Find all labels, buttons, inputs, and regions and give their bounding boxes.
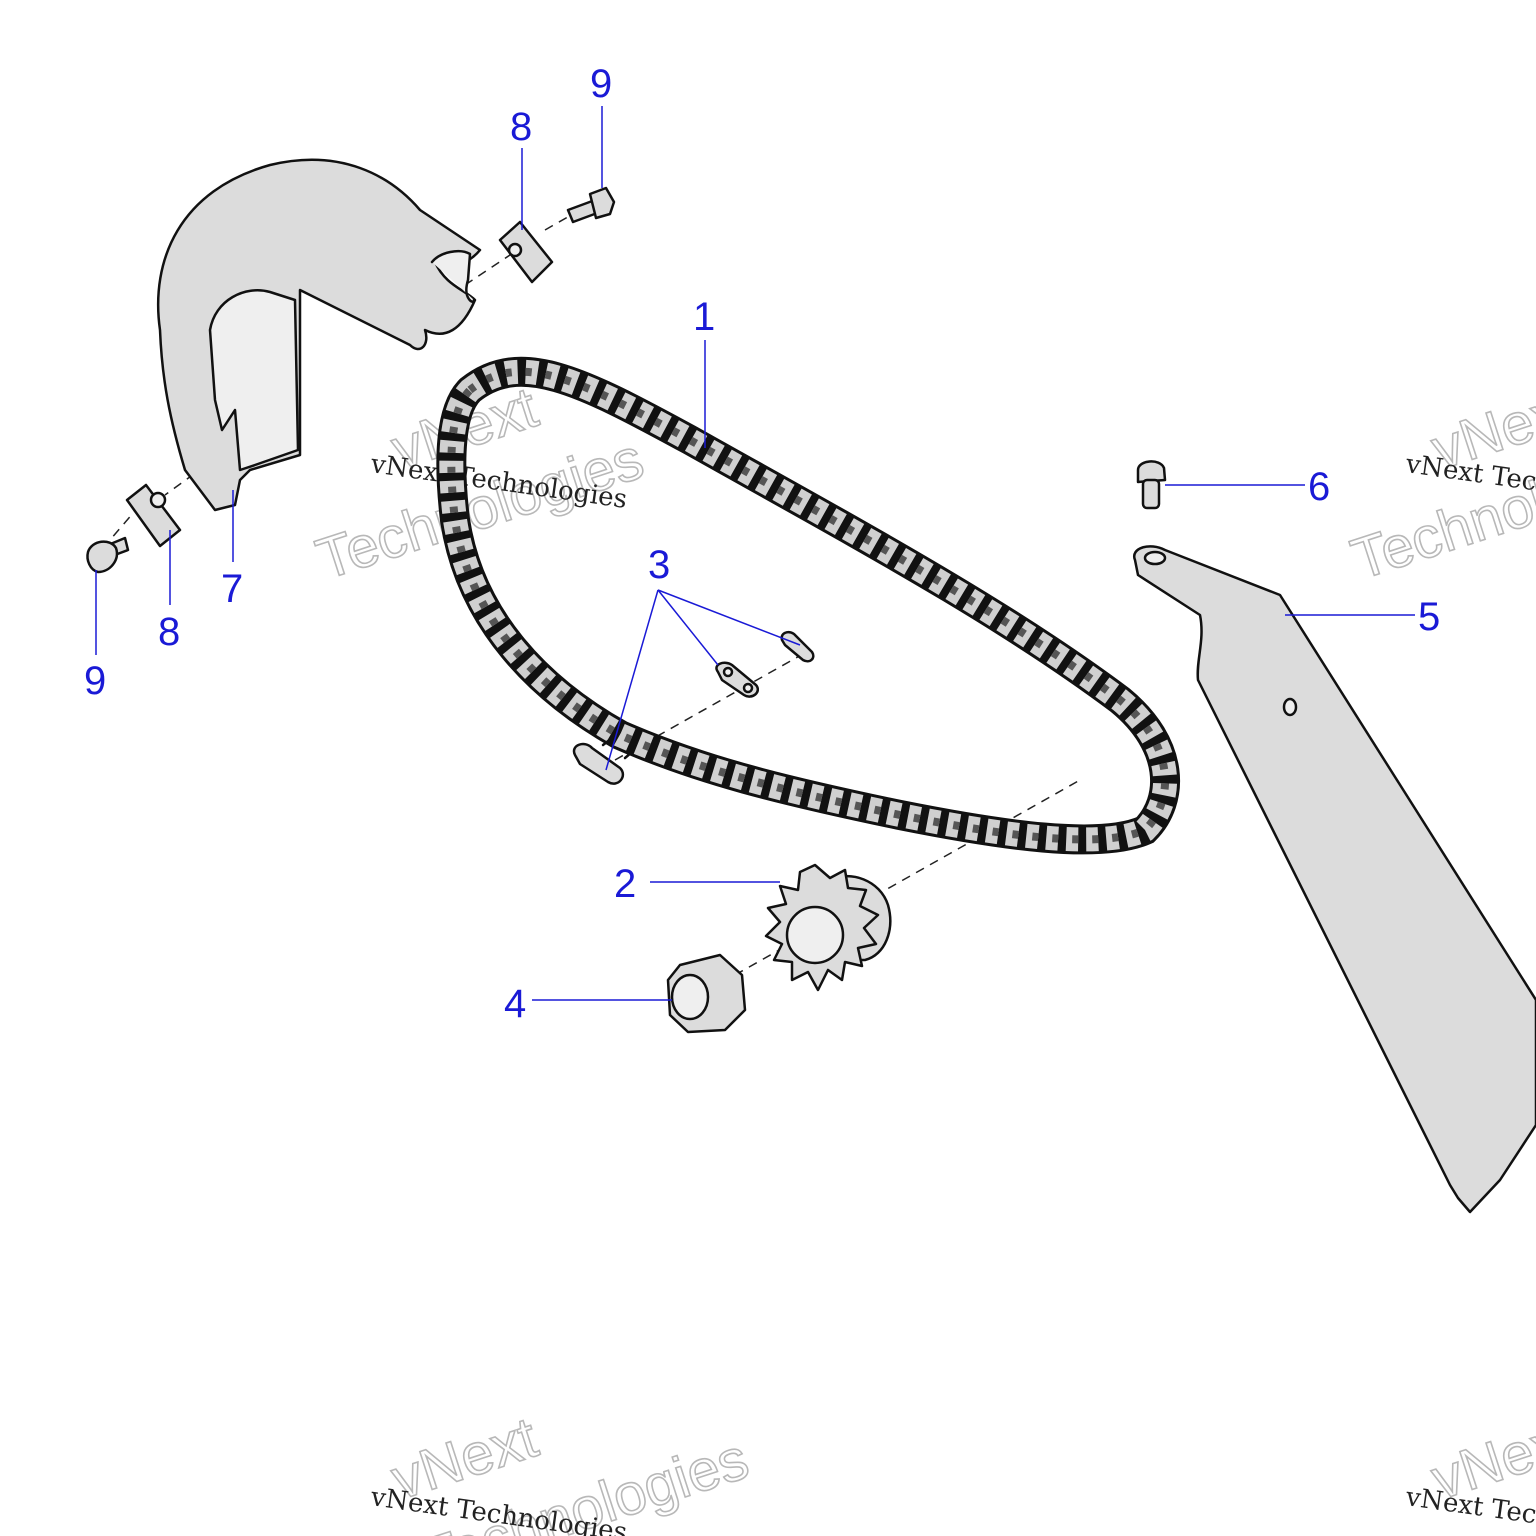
leader-3c xyxy=(605,589,659,771)
clip-nut-top xyxy=(498,220,554,284)
watermark-text-bottom-right: vNext Technologies xyxy=(1403,1482,1536,1536)
leader-3b xyxy=(657,589,719,666)
callout-8-bottom: 8 xyxy=(158,610,180,654)
callout-9-bottom: 9 xyxy=(84,659,106,703)
watermark-group-bottom: vNext Technologies vNext Technologies xyxy=(368,1404,757,1536)
watermark-group-right: vNext Technologies vNext Technologies xyxy=(1343,374,1536,593)
chain-outer-band xyxy=(436,356,1180,855)
spring-clip xyxy=(780,631,815,663)
bolt-bottom-head xyxy=(86,540,119,574)
callout-2: 2 xyxy=(614,862,636,906)
watermark-group-bottom-right: vNext vNext Technologies xyxy=(1403,1404,1536,1536)
flange-nut xyxy=(666,953,747,1034)
master-link-pin-1 xyxy=(601,736,614,747)
master-link-pin-2 xyxy=(623,750,634,760)
flange-nut-bore xyxy=(670,973,710,1021)
bracket-bolt-head xyxy=(1136,460,1167,484)
clip-nut-bottom xyxy=(125,483,182,548)
bracket-bolt xyxy=(1136,460,1167,510)
callout-5: 5 xyxy=(1418,595,1440,639)
callout-7: 7 xyxy=(221,567,243,611)
callout-4: 4 xyxy=(504,982,526,1026)
side-plate-hole-2 xyxy=(742,682,754,694)
chain-bracket xyxy=(1133,545,1536,1214)
drive-chain xyxy=(436,356,1180,855)
chain-bracket-body xyxy=(1133,545,1536,1214)
master-link-plate xyxy=(572,742,625,785)
clip-nut-bottom-hole xyxy=(149,491,167,509)
callouts: 1 2 3 4 5 6 7 8 8 9 9 xyxy=(84,62,1440,1026)
chain-guard xyxy=(156,158,482,512)
drive-sprocket xyxy=(764,863,892,992)
chain-guard-notch xyxy=(430,250,476,304)
chain-rollers xyxy=(447,367,1169,844)
chain-guard-inner-face xyxy=(208,289,300,472)
callout-1: 1 xyxy=(693,295,715,339)
callout-3: 3 xyxy=(648,543,670,587)
leader-3a xyxy=(657,589,801,646)
fasteners-bottom xyxy=(86,483,182,574)
bracket-hole-mid xyxy=(1282,697,1298,717)
chain-link-band xyxy=(439,359,1177,852)
leader-lines xyxy=(95,106,1415,1001)
master-link xyxy=(572,631,815,785)
dash-guard-nut-top xyxy=(464,244,526,286)
callout-8-top: 8 xyxy=(510,105,532,149)
side-plate-hole-1 xyxy=(722,666,734,678)
bracket-hole-top xyxy=(1143,550,1167,566)
callout-9-top: 9 xyxy=(590,62,612,106)
sprocket-spline-bore xyxy=(785,905,845,965)
bolt-top-head xyxy=(588,186,616,220)
clip-nut-top-hole xyxy=(507,242,523,258)
fasteners-top xyxy=(498,186,616,284)
bracket-bolt-shank xyxy=(1141,478,1161,510)
callout-6: 6 xyxy=(1308,465,1330,509)
